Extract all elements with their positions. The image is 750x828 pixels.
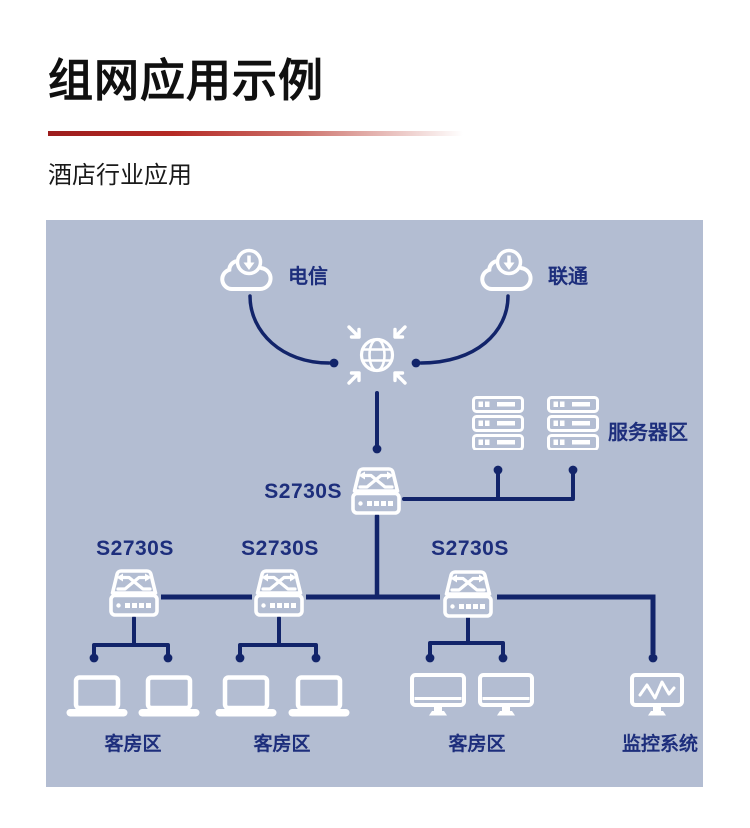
zone-label: 客房区 bbox=[104, 734, 162, 755]
server-rack-icon bbox=[472, 396, 524, 450]
cloud-download-icon bbox=[480, 248, 533, 292]
switch-crossed-arrows-icon bbox=[109, 569, 159, 617]
section-subtitle: 酒店行业应用 bbox=[48, 162, 192, 189]
waveform-monitor-icon bbox=[630, 673, 684, 716]
isp-right-label: 联通 bbox=[548, 266, 588, 288]
core-switch-label: S2730S bbox=[264, 480, 342, 503]
server-area-label: 服务器区 bbox=[608, 422, 688, 444]
red-gradient-divider bbox=[48, 131, 463, 136]
connector-dots bbox=[89, 358, 658, 663]
connector-lines bbox=[89, 294, 658, 663]
switch-crossed-arrows-icon bbox=[254, 569, 304, 617]
laptop-icon bbox=[288, 675, 350, 717]
zone-label: 监控系统 bbox=[621, 734, 699, 755]
access-switch-label: S2730S bbox=[96, 537, 174, 560]
isp-left-label: 电信 bbox=[288, 266, 328, 288]
switch-crossed-arrows-icon bbox=[443, 570, 493, 618]
switch-crossed-arrows-icon bbox=[351, 467, 401, 515]
zone-label: 客房区 bbox=[448, 734, 506, 755]
server-rack-icon bbox=[547, 396, 599, 450]
desktop-monitor-icon bbox=[410, 673, 466, 716]
page-title: 组网应用示例 bbox=[48, 55, 325, 106]
access-switch-label: S2730S bbox=[241, 537, 319, 560]
network-diagram-panel: 电信 联通 bbox=[46, 220, 703, 787]
cloud-download-icon bbox=[220, 248, 273, 292]
laptop-icon bbox=[66, 675, 128, 717]
zone-label: 客房区 bbox=[253, 734, 311, 755]
laptop-icon bbox=[215, 675, 277, 717]
desktop-monitor-icon bbox=[478, 673, 534, 716]
globe-arrows-icon bbox=[347, 325, 407, 385]
laptop-icon bbox=[138, 675, 200, 717]
access-switch-label: S2730S bbox=[431, 537, 509, 560]
